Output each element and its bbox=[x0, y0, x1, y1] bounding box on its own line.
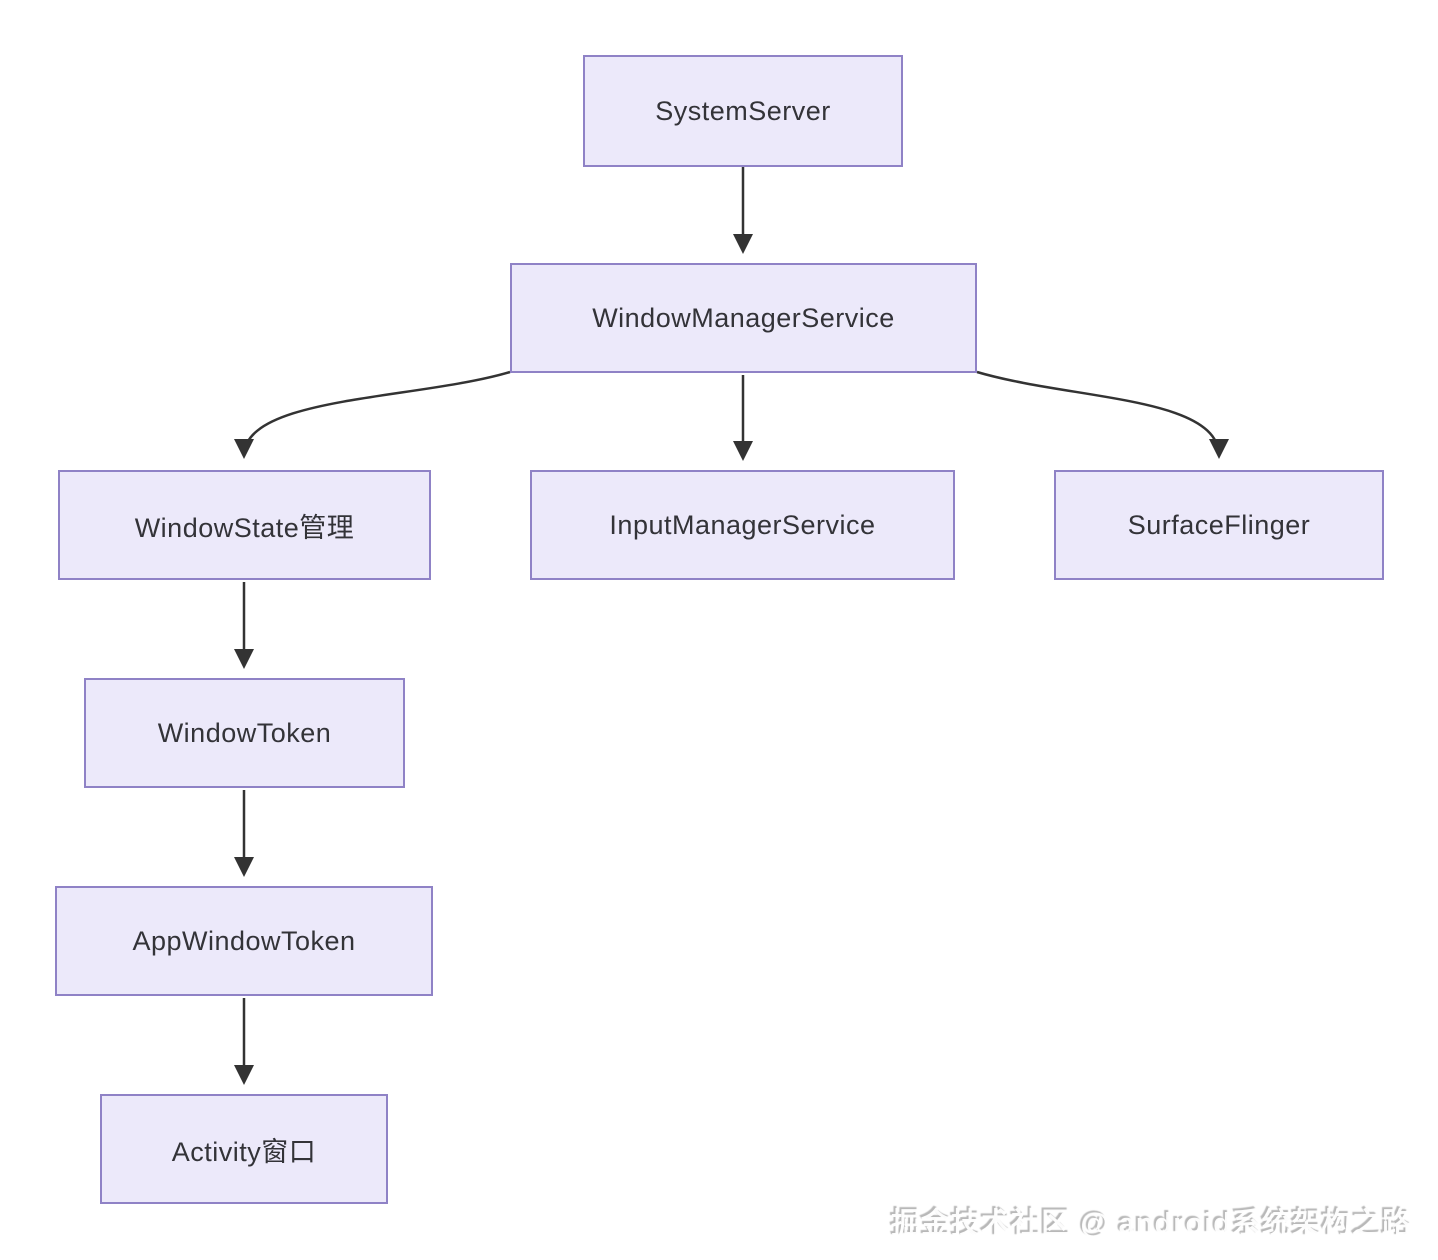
node-label-activity-window: Activity窗口 bbox=[171, 1136, 317, 1167]
node-input-manager-service: InputManagerService bbox=[530, 470, 955, 580]
watermark-text: 掘金技术社区 @ android系统架构之路 bbox=[891, 1208, 1412, 1240]
node-window-state: WindowState管理 bbox=[58, 470, 431, 580]
node-label-system-server: SystemServer bbox=[655, 95, 831, 126]
node-window-manager-service: WindowManagerService bbox=[510, 263, 977, 373]
node-label-app-window-token: AppWindowToken bbox=[132, 925, 356, 956]
node-label-window-manager-service: WindowManagerService bbox=[592, 302, 895, 333]
edge-wms-windowstate bbox=[234, 370, 511, 459]
node-activity-window: Activity窗口 bbox=[100, 1094, 388, 1204]
node-label-window-state: WindowState管理 bbox=[134, 512, 355, 543]
node-system-server: SystemServer bbox=[583, 55, 903, 167]
node-window-token: WindowToken bbox=[84, 678, 405, 788]
node-surface-flinger: SurfaceFlinger bbox=[1054, 470, 1384, 580]
node-label-window-token: WindowToken bbox=[157, 717, 332, 748]
node-label-input-manager-service: InputManagerService bbox=[609, 509, 876, 540]
edge-wms-surfaceflinger bbox=[976, 370, 1229, 459]
node-label-surface-flinger: SurfaceFlinger bbox=[1127, 509, 1311, 540]
node-app-window-token: AppWindowToken bbox=[55, 886, 433, 996]
